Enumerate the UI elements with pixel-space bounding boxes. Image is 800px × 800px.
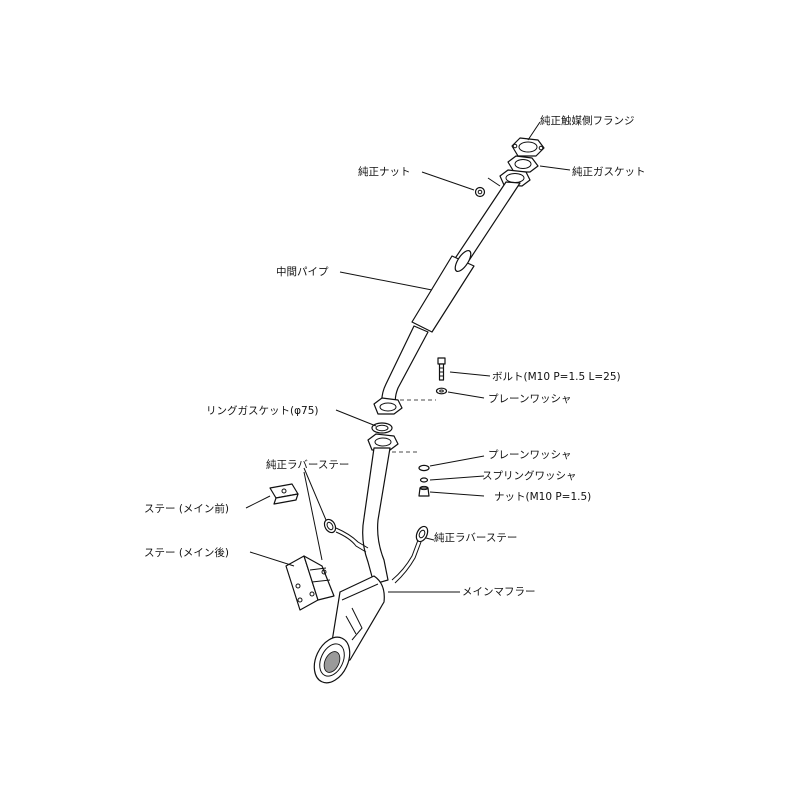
leader-lines (245, 121, 571, 593)
label-bolt: ボルト(M10 P=1.5 L=25) (492, 371, 621, 383)
stay-main-front (269, 483, 299, 505)
label-main-muffler: メインマフラー (462, 586, 536, 598)
oem-rubber-stay-left (323, 518, 337, 534)
center-pipe (373, 169, 531, 415)
hanger-rod-right (391, 539, 422, 584)
label-spring-washer: スプリングワッシャ (482, 469, 577, 482)
label-oem-catalyst-flange: 純正触媒側フランジ (540, 114, 635, 127)
label-ring-gasket: リングガスケット(φ75) (206, 404, 318, 417)
oem-nut (474, 177, 501, 198)
bolt (435, 357, 448, 395)
label-nut: ナット(M10 P=1.5) (494, 491, 591, 503)
label-oem-rubber-stay-left: 純正ラバーステー (266, 458, 349, 471)
nut-part (418, 487, 430, 497)
label-plain-washer-1: プレーンワッシャ (488, 393, 571, 405)
label-oem-nut: 純正ナット (358, 165, 411, 178)
label-plain-washer-2: プレーンワッシャ (488, 449, 571, 461)
label-oem-rubber-stay-right: 純正ラバーステー (434, 531, 517, 544)
main-muffler (313, 433, 399, 684)
oem-rubber-stay-right (415, 525, 429, 543)
hanger-rod-left (335, 527, 369, 553)
label-stay-main-rear: ステー (メイン後) (144, 546, 229, 559)
plain-washer-lower (418, 464, 430, 472)
stay-main-rear (285, 555, 335, 611)
label-stay-main-front: ステー (メイン前) (144, 502, 229, 515)
ring-gasket (371, 422, 393, 434)
label-oem-gasket: 純正ガスケット (572, 165, 646, 178)
spring-washer (419, 477, 429, 483)
fastener-stack (392, 451, 430, 497)
oem-gasket (507, 155, 539, 173)
oem-catalyst-flange (511, 137, 545, 157)
label-center-pipe: 中間パイプ (276, 265, 329, 278)
